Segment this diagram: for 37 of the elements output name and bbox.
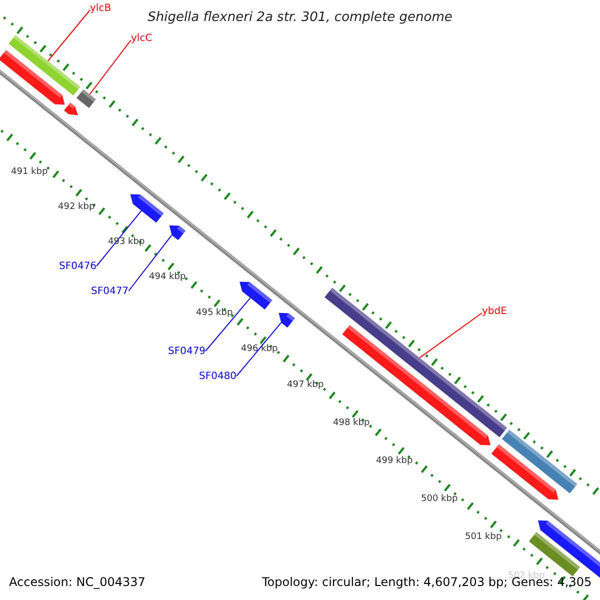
gene-bar bbox=[8, 35, 80, 96]
gene-bar bbox=[76, 89, 96, 108]
gene-name: ybdE bbox=[482, 307, 507, 317]
scale-label: 499 kbp bbox=[376, 457, 413, 466]
scale-label: 497 kbp bbox=[287, 381, 324, 390]
leader-line bbox=[236, 322, 282, 376]
scale-label: 494 kbp bbox=[149, 273, 186, 282]
gene-name: SF0479 bbox=[168, 347, 206, 357]
gene-bar bbox=[491, 444, 558, 500]
leader-line bbox=[89, 40, 132, 95]
footer-text: Accession: NC_004337 bbox=[9, 576, 146, 588]
gene-bar bbox=[130, 194, 164, 223]
scale-label: 498 kbp bbox=[333, 419, 370, 428]
gene-name: SF0476 bbox=[59, 262, 97, 272]
leader-line bbox=[419, 312, 482, 358]
scale-label: 500 kbp bbox=[421, 495, 458, 504]
gene-bar bbox=[0, 50, 65, 105]
scale-label: 492 kbp bbox=[58, 203, 95, 212]
scale-label: 501 kbp bbox=[465, 533, 502, 542]
gene-bar bbox=[169, 225, 186, 240]
gene-name: ylcB bbox=[90, 4, 112, 14]
leader-line bbox=[205, 297, 251, 352]
gene-bar bbox=[278, 312, 295, 328]
leader-line bbox=[96, 210, 142, 266]
scale-label: 496 kbp bbox=[241, 345, 278, 354]
scale-label: 491 kbp bbox=[11, 168, 48, 177]
gene-bar bbox=[502, 430, 578, 494]
gene-bar bbox=[240, 282, 272, 310]
leader-line bbox=[47, 10, 90, 62]
gene-bar bbox=[64, 102, 78, 116]
gene-name: ylcC bbox=[131, 34, 152, 44]
leader-line bbox=[128, 234, 172, 292]
gene-bar bbox=[324, 288, 507, 438]
gene-name: SF0480 bbox=[199, 372, 237, 382]
map-title: Shigella flexneri 2a str. 301, complete genome bbox=[146, 11, 454, 24]
gene-name: SF0477 bbox=[91, 287, 129, 297]
scale-label: 495 kbp bbox=[196, 309, 233, 318]
